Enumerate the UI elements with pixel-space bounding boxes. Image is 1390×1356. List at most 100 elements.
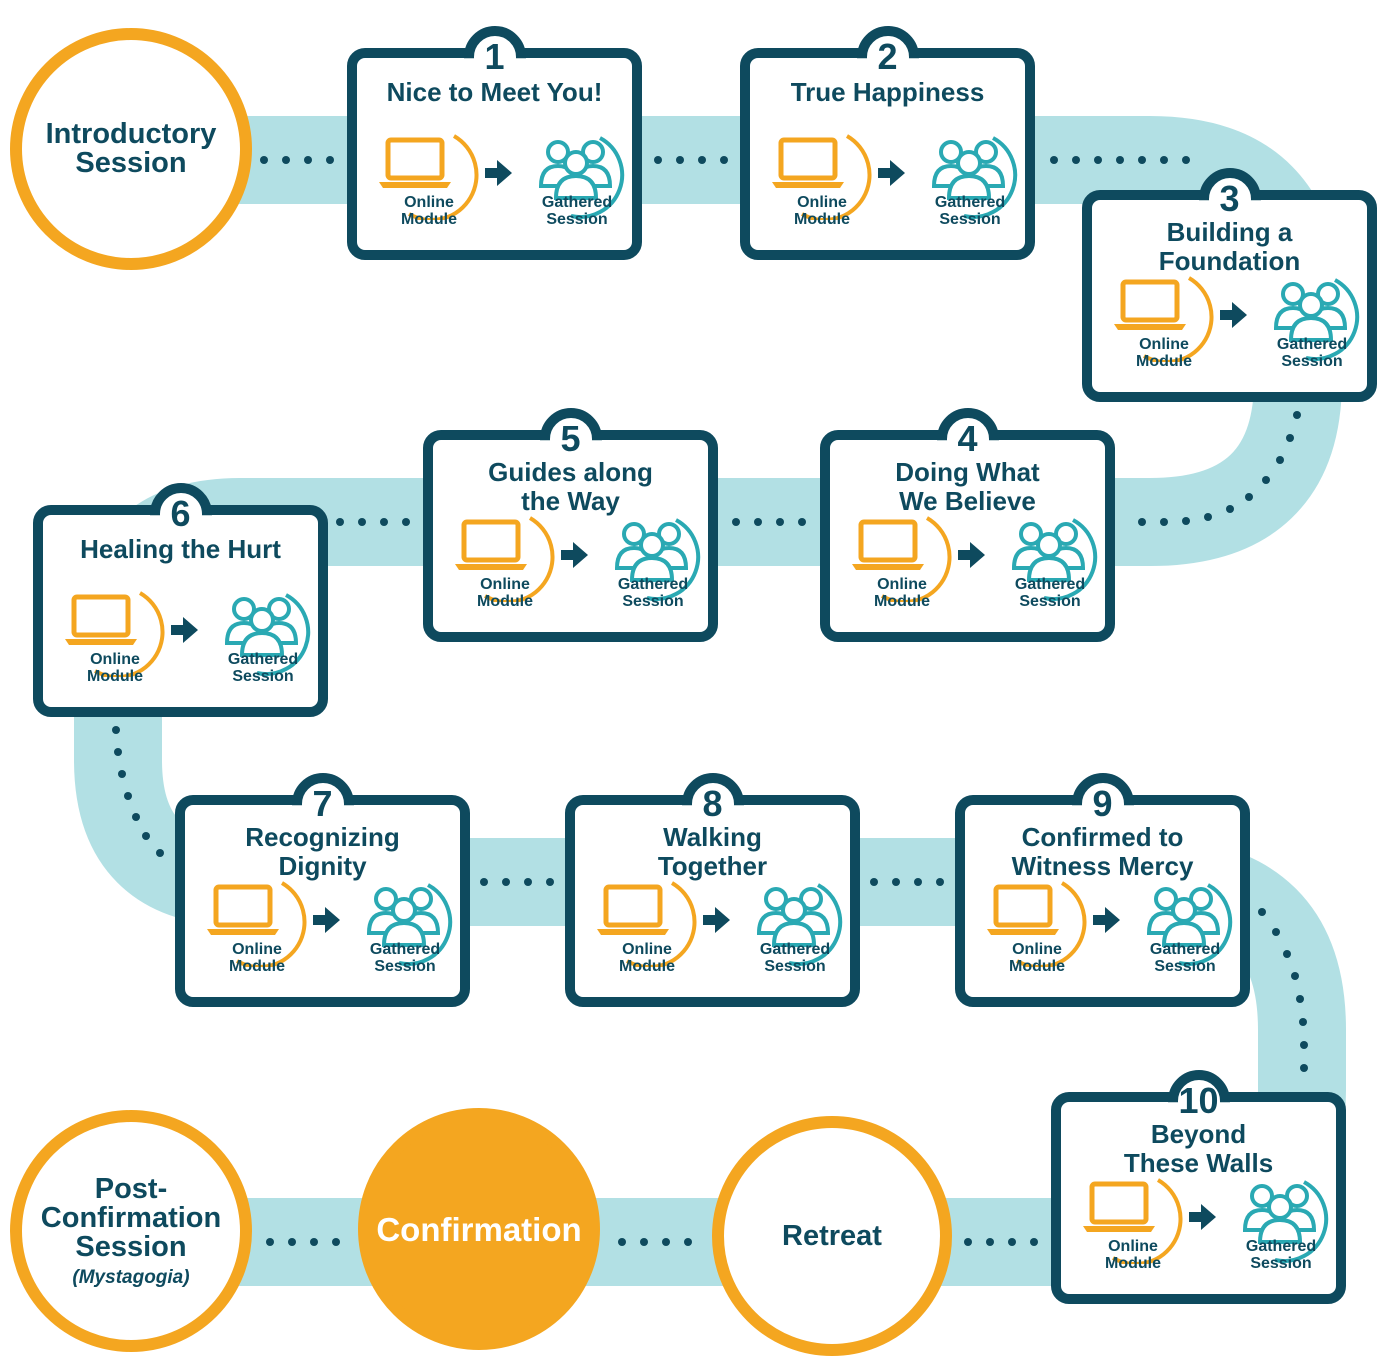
online-module-label: Online Module (1009, 941, 1065, 975)
gathered-session-label: Gathered Session (227, 651, 299, 685)
online-module-label: Online Module (229, 941, 285, 975)
online-module-label: Online Module (401, 194, 457, 228)
people-group-icon (614, 518, 701, 601)
step-number: 8 (702, 783, 723, 824)
online-module-label: Online Module (1136, 336, 1192, 370)
people-group-icon (931, 136, 1018, 219)
step-card-10: 10 Beyond These Walls Online Module Gath… (1051, 1070, 1346, 1304)
step-title: Doing What We Believe (895, 457, 1040, 516)
gathered-session-label: Gathered Session (934, 194, 1006, 228)
arrow-right-icon (171, 617, 198, 643)
laptop-icon (852, 516, 952, 602)
intro-session-circle: Introductory Session (10, 28, 252, 270)
post-confirmation-sub: (Mystagogia) (72, 1267, 190, 1288)
people-group-icon (366, 883, 453, 966)
dotted-connectors (112, 156, 1308, 1246)
retreat-circle: Retreat (712, 1116, 952, 1356)
online-module-label: Online Module (794, 194, 850, 228)
laptop-icon (597, 881, 697, 967)
gathered-session-label: Gathered Session (1276, 336, 1348, 370)
step-card-9: 9 Confirmed to Witness Mercy Online Modu… (955, 773, 1250, 1007)
confirmation-circle: Confirmation (358, 1108, 600, 1350)
online-module-label: Online Module (1105, 1238, 1161, 1272)
arrow-right-icon (485, 160, 512, 186)
step-title: Confirmed to Witness Mercy (1011, 822, 1194, 881)
step-icons: Online Module Gathered Session (1092, 264, 1367, 384)
step-icons: Online Module Gathered Session (185, 869, 460, 989)
step-title: Walking Together (657, 822, 768, 881)
step-title: True Happiness (790, 77, 985, 107)
step-number: 3 (1219, 178, 1240, 219)
gathered-session-label: Gathered Session (617, 576, 689, 610)
step-number: 10 (1178, 1080, 1219, 1121)
step-number: 5 (560, 418, 581, 459)
step-number: 7 (312, 783, 333, 824)
step-icons: Online Module Gathered Session (830, 504, 1105, 624)
step-icons: Online Module Gathered Session (750, 122, 1025, 242)
laptop-icon (1114, 276, 1214, 362)
gathered-session-label: Gathered Session (1149, 941, 1221, 975)
step-card-7: 7 Recognizing Dignity Online Module Gath… (175, 773, 470, 1007)
laptop-icon (455, 516, 555, 602)
step-title: Guides along the Way (488, 457, 653, 516)
laptop-icon (1083, 1178, 1183, 1264)
step-icons: Online Module Gathered Session (965, 869, 1240, 989)
step-card-4: 4 Doing What We Believe Online Module Ga… (820, 408, 1115, 642)
step-title: Healing the Hurt (80, 534, 281, 564)
step-card-1: 1 Nice to Meet You! Online Module Gather… (347, 26, 642, 260)
step-card-3: 3 Building a Foundation Online Module Ga… (1082, 168, 1377, 402)
intro-session-label: Introductory Session (45, 118, 217, 179)
step-card-5: 5 Guides along the Way Online Module Gat… (423, 408, 718, 642)
gathered-session-label: Gathered Session (1245, 1238, 1317, 1272)
step-title: Building a Foundation (1158, 217, 1301, 276)
arrow-right-icon (313, 907, 340, 933)
people-group-icon (1273, 278, 1360, 361)
step-icons: Online Module Gathered Session (1061, 1166, 1336, 1286)
step-card-6: 6 Healing the Hurt Online Module Gathere… (33, 483, 328, 717)
laptop-icon (379, 134, 479, 220)
step-card-2: 2 True Happiness Online Module Gathered … (740, 26, 1035, 260)
step-number: 2 (877, 36, 898, 77)
arrow-right-icon (878, 160, 905, 186)
arrow-right-icon (1220, 302, 1247, 328)
arrow-right-icon (703, 907, 730, 933)
step-number: 9 (1092, 783, 1113, 824)
post-confirmation-label: Post-Confirmation Session (40, 1173, 222, 1263)
arrow-right-icon (561, 542, 588, 568)
step-card-8: 8 Walking Together Online Module Gathere… (565, 773, 860, 1007)
step-icons: Online Module Gathered Session (433, 504, 708, 624)
gathered-session-label: Gathered Session (759, 941, 831, 975)
retreat-label: Retreat (782, 1219, 882, 1252)
gathered-session-label: Gathered Session (541, 194, 613, 228)
arrow-right-icon (958, 542, 985, 568)
step-icons: Online Module Gathered Session (357, 122, 632, 242)
step-number: 6 (170, 493, 191, 534)
online-module-label: Online Module (874, 576, 930, 610)
laptop-icon (207, 881, 307, 967)
people-group-icon (224, 593, 311, 676)
step-icons: Online Module Gathered Session (575, 869, 850, 989)
step-number: 1 (484, 36, 505, 77)
gathered-session-label: Gathered Session (369, 941, 441, 975)
step-title: Recognizing Dignity (245, 822, 400, 881)
people-group-icon (538, 136, 625, 219)
post-confirmation-circle: Post-Confirmation Session (Mystagogia) (10, 1110, 252, 1352)
step-title: Nice to Meet You! (386, 77, 603, 107)
arrow-right-icon (1189, 1204, 1216, 1230)
people-group-icon (756, 883, 843, 966)
laptop-icon (772, 134, 872, 220)
confirmation-label: Confirmation (376, 1210, 582, 1248)
step-title: Beyond These Walls (1123, 1119, 1274, 1178)
laptop-icon (65, 591, 165, 677)
arrow-right-icon (1093, 907, 1120, 933)
people-group-icon (1011, 518, 1098, 601)
step-number: 4 (957, 418, 978, 459)
online-module-label: Online Module (477, 576, 533, 610)
people-group-icon (1146, 883, 1233, 966)
online-module-label: Online Module (619, 941, 675, 975)
people-group-icon (1242, 1180, 1329, 1263)
step-icons: Online Module Gathered Session (43, 579, 318, 699)
gathered-session-label: Gathered Session (1014, 576, 1086, 610)
laptop-icon (987, 881, 1087, 967)
online-module-label: Online Module (87, 651, 143, 685)
